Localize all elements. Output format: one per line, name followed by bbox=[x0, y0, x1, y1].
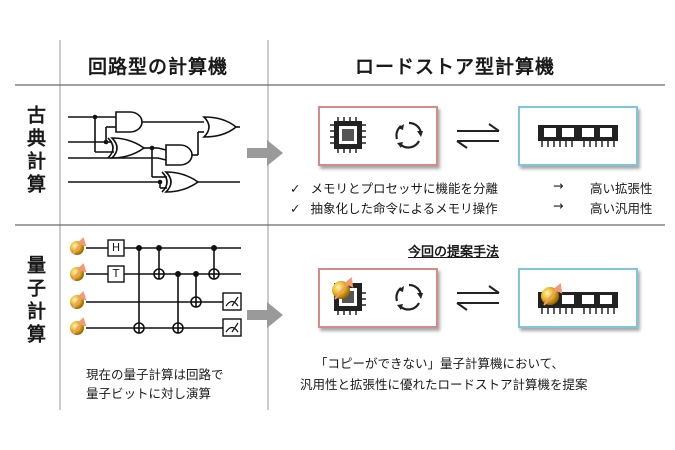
benefit-arrow-1: → bbox=[553, 178, 564, 193]
quantum-cycle-arrows-icon bbox=[395, 283, 423, 311]
gray-arrow-classical bbox=[247, 140, 283, 166]
benefit-text-1: メモリとプロセッサに機能を分離 bbox=[310, 181, 498, 196]
exchange-arrows-icon bbox=[456, 123, 500, 149]
proposal-line-2: 汎用性と拡張性に優れたロードストア計算機を提案 bbox=[300, 377, 588, 392]
row-label-quantum: 量子計算 bbox=[24, 255, 46, 347]
check-icon: ✓ bbox=[290, 181, 301, 196]
circuit-caption-line-2: 量子ビットに対し演算 bbox=[86, 386, 212, 401]
row-label-classical: 古典計算 bbox=[24, 105, 46, 197]
classical-logic-circuit bbox=[68, 111, 240, 193]
benefit-arrow-2: → bbox=[553, 198, 564, 213]
and-gate-1 bbox=[115, 111, 143, 133]
gate-h-label: H bbox=[111, 241, 121, 254]
memory-module-icon bbox=[538, 125, 618, 147]
quantum-cpu-chip-icon bbox=[332, 277, 366, 315]
and-gate-2 bbox=[165, 144, 193, 166]
benefit-text-2: 抽象化した命令によるメモリ操作 bbox=[310, 201, 498, 216]
header-circuit: 回路型の計算機 bbox=[88, 56, 229, 78]
method-title: 今回の提案手法 bbox=[408, 245, 500, 260]
benefit-result-2: 高い汎用性 bbox=[590, 201, 653, 216]
or-gate bbox=[202, 116, 238, 138]
quantum-memory-module-icon bbox=[538, 283, 618, 314]
quantum-exchange-arrows-icon bbox=[456, 285, 500, 311]
xor-gate-2 bbox=[164, 171, 200, 193]
measurement-icon bbox=[222, 292, 242, 337]
circuit-caption-line-1: 現在の量子計算は回路で bbox=[86, 367, 224, 382]
quantum-circuit bbox=[70, 237, 242, 337]
cycle-arrows-icon bbox=[395, 121, 423, 149]
benefit-result-1: 高い拡張性 bbox=[590, 181, 653, 196]
gray-arrow-quantum bbox=[247, 302, 283, 328]
gate-t-label: T bbox=[112, 267, 120, 280]
header-loadstore: ロードストア型計算機 bbox=[355, 56, 556, 78]
benefit-row-2: ✓ 抽象化した命令によるメモリ操作 bbox=[290, 198, 498, 217]
check-icon: ✓ bbox=[290, 201, 301, 216]
cpu-chip-icon bbox=[330, 117, 366, 153]
benefit-row-1: ✓ メモリとプロセッサに機能を分離 bbox=[290, 178, 498, 197]
xor-gate-1 bbox=[110, 137, 146, 159]
proposal-line-1: 「コピーができない」量子計算機において、 bbox=[315, 356, 565, 371]
